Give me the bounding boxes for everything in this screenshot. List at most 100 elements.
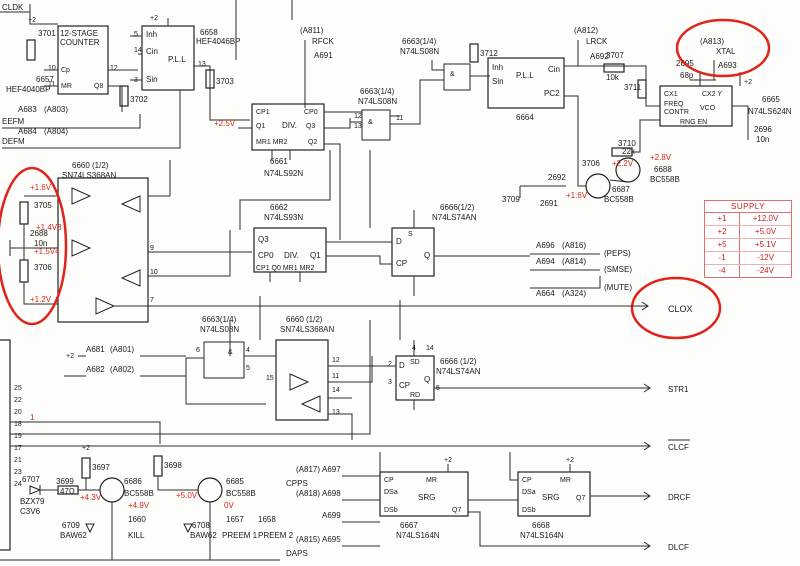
- svg-text:10k: 10k: [606, 73, 620, 82]
- resistor-3706: 3706: [19, 259, 52, 283]
- svg-text:N74LS93N: N74LS93N: [264, 213, 303, 222]
- svg-text:22: 22: [14, 397, 22, 404]
- voltage-14: +1.4V3: [36, 223, 62, 232]
- svg-text:6: 6: [196, 347, 200, 354]
- svg-text:PREEM 1: PREEM 1: [222, 531, 258, 540]
- supply-table: SUPPLY +1 +12.0V +2 +5.0V +5 +5.1V -1 -1…: [704, 200, 792, 278]
- svg-text:BC558B: BC558B: [650, 175, 680, 184]
- svg-text:A699: A699: [322, 511, 341, 520]
- svg-text:PC2: PC2: [544, 89, 560, 98]
- supply-rail: -1: [705, 252, 740, 264]
- svg-text:3: 3: [388, 379, 392, 386]
- svg-text:14: 14: [332, 387, 340, 394]
- svg-text:3705: 3705: [34, 201, 52, 210]
- svg-text:3710: 3710: [618, 139, 636, 148]
- connector-left: 25 22 20 18 19 17 21 23 24: [0, 339, 22, 551]
- svg-text:MR: MR: [426, 477, 437, 484]
- signal-clox: CLOX: [668, 304, 693, 314]
- svg-text:Q3: Q3: [258, 235, 269, 244]
- svg-text:2692: 2692: [548, 173, 566, 182]
- svg-text:Inh: Inh: [146, 30, 157, 39]
- supply-row: +2 +5.0V: [705, 226, 791, 239]
- svg-text:9: 9: [150, 245, 154, 252]
- ic-6657-ref: 6657: [36, 75, 54, 84]
- svg-text:A697: A697: [322, 465, 341, 474]
- resistor-3698: 3698: [153, 455, 182, 477]
- svg-text:(A813): (A813): [700, 37, 724, 46]
- svg-text:5: 5: [134, 31, 138, 38]
- svg-text:BAW62: BAW62: [60, 531, 87, 540]
- svg-text:Q: Q: [424, 251, 430, 260]
- svg-text:17: 17: [14, 445, 22, 452]
- svg-text:(A324): (A324): [562, 289, 586, 298]
- supply-row: -4 -24V: [705, 265, 791, 277]
- svg-text:CP0: CP0: [258, 251, 274, 260]
- svg-text:2696: 2696: [754, 125, 772, 134]
- svg-text:12: 12: [332, 357, 340, 364]
- svg-text:13: 13: [198, 61, 206, 68]
- jumper-1658: 1658 PREEM 2: [258, 515, 294, 540]
- svg-text:CX2 Y: CX2 Y: [702, 91, 722, 98]
- voltage-16b: +1.6V: [30, 183, 52, 192]
- svg-text:DSa: DSa: [522, 489, 536, 496]
- svg-text:3698: 3698: [164, 461, 182, 470]
- svg-text:6686: 6686: [124, 477, 142, 486]
- svg-text:6666 (1/2): 6666 (1/2): [440, 357, 477, 366]
- svg-text:24: 24: [14, 481, 22, 488]
- svg-text:13: 13: [354, 123, 362, 130]
- signal-peps: (PEPS): [604, 249, 631, 258]
- svg-text:+2: +2: [444, 457, 452, 464]
- svg-text:A682: A682: [86, 365, 105, 374]
- resistor-3703: 3703: [205, 69, 234, 89]
- svg-text:RNG EN: RNG EN: [680, 119, 707, 126]
- resistor-3699: 3699 47Ω: [56, 477, 79, 496]
- svg-text:11: 11: [332, 373, 339, 380]
- svg-text:7: 7: [150, 297, 154, 304]
- diode-6707: 6707 BZX79 C3V6: [20, 475, 45, 516]
- svg-text:N74LS624N: N74LS624N: [748, 107, 792, 116]
- ic-6663-and-a: & 6663(1/4) N74LS08N: [358, 87, 397, 141]
- ic-6662: Q3 CP0 DIV. Q1 CP1 Q0 MR1 MR2 6662 N74LS…: [253, 203, 327, 273]
- svg-text:N74LS08N: N74LS08N: [358, 97, 397, 106]
- svg-text:3706: 3706: [582, 159, 600, 168]
- svg-text:6663(1/4): 6663(1/4): [402, 37, 437, 46]
- svg-text:MR: MR: [61, 83, 72, 90]
- resistor-3710: 3710 22k: [611, 139, 636, 157]
- svg-text:N74LS164N: N74LS164N: [520, 531, 564, 540]
- voltage-25: +2.5V: [214, 119, 236, 128]
- svg-text:RD: RD: [410, 392, 420, 399]
- svg-text:DSb: DSb: [522, 507, 536, 514]
- svg-text:A695: A695: [322, 535, 341, 544]
- svg-text:6667: 6667: [400, 521, 418, 530]
- svg-text:(A816): (A816): [562, 241, 586, 250]
- svg-text:11: 11: [396, 115, 403, 122]
- svg-text:DSb: DSb: [384, 507, 398, 514]
- signal-efm: EEFM: [2, 117, 25, 126]
- voltage-43: +4.3V: [80, 493, 102, 502]
- svg-text:3709: 3709: [502, 195, 520, 204]
- svg-text:&: &: [450, 71, 455, 78]
- jumper-1657: 1657 PREEM 1: [222, 515, 258, 540]
- svg-text:CONTR: CONTR: [664, 109, 689, 116]
- svg-text:6664: 6664: [516, 113, 534, 122]
- ic-6664: Inh Sin P.L.L Cin PC2 6664: [487, 57, 565, 122]
- svg-text:1657: 1657: [226, 515, 244, 524]
- svg-text:A683: A683: [18, 105, 37, 114]
- svg-text:BC558B: BC558B: [604, 195, 634, 204]
- svg-text:A691: A691: [314, 51, 333, 60]
- supply-row: +5 +5.1V: [705, 239, 791, 252]
- svg-text:6687: 6687: [612, 185, 630, 194]
- svg-text:6662: 6662: [270, 203, 288, 212]
- signal-str1: STR1: [668, 385, 689, 394]
- supply-row: +1 +12.0V: [705, 213, 791, 226]
- svg-text:N74LS08N: N74LS08N: [200, 325, 239, 334]
- resistor-3712: 3712: [469, 43, 498, 63]
- supply-voltage: +5.1V: [754, 240, 777, 249]
- svg-text:6688: 6688: [654, 165, 672, 174]
- svg-text:CP: CP: [399, 381, 410, 390]
- svg-text:BAW62: BAW62: [190, 531, 217, 540]
- signal-defm: DEFM: [2, 137, 25, 146]
- svg-text:DIV.: DIV.: [284, 251, 299, 260]
- svg-text:N74LS74AN: N74LS74AN: [432, 213, 477, 222]
- signal-cpps: CPPS: [286, 479, 308, 488]
